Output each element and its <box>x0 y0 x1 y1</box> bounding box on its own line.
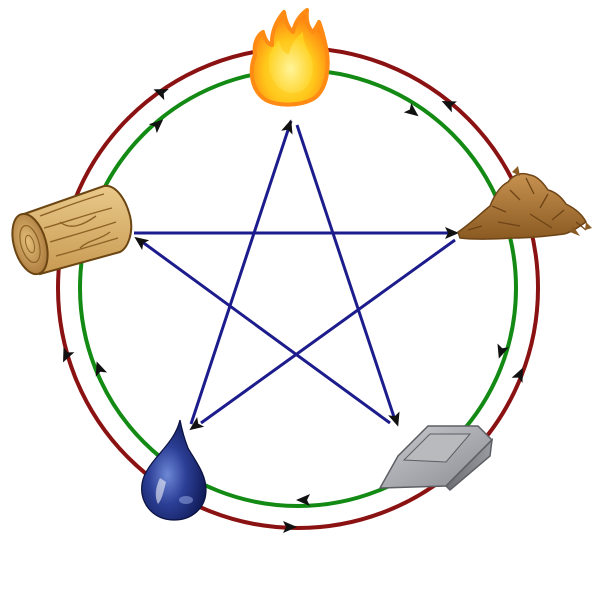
inner-arrow-metal-water <box>296 494 310 506</box>
outer-arrow-metal-earth <box>511 367 523 383</box>
inner-arrow-earth-metal <box>497 343 509 359</box>
pentagram-line-water-fire <box>189 120 293 425</box>
metal-ingot-icon <box>378 425 494 492</box>
water-drop-icon <box>141 419 207 521</box>
wood-log-icon <box>11 184 133 276</box>
star-arrow-water-fire <box>281 119 293 135</box>
outer-arrow-wood-water <box>63 347 75 363</box>
soil-pile-icon <box>457 166 592 240</box>
inner-arrow-water-wood <box>95 361 108 377</box>
outer-arrow-earth-fire <box>441 101 457 113</box>
pentagram-line-fire-metal <box>295 124 397 421</box>
outer-arrow-water-metal <box>283 521 297 533</box>
star-arrow-earth-water <box>189 417 205 431</box>
pentagram <box>134 120 456 425</box>
inner-arrow-fire-earth <box>403 102 419 117</box>
fire-icon <box>249 8 330 107</box>
outer-arrow-fire-wood <box>153 89 169 101</box>
arrowheads <box>63 89 523 533</box>
inner-arrow-wood-fire <box>148 119 164 134</box>
star-arrow-metal-wood <box>134 236 150 250</box>
pentagram-line-metal-wood <box>140 239 391 425</box>
star-arrow-fire-metal <box>388 411 400 427</box>
star-arrow-wood-earth <box>445 227 459 239</box>
pentagram-line-earth-water <box>200 238 456 425</box>
